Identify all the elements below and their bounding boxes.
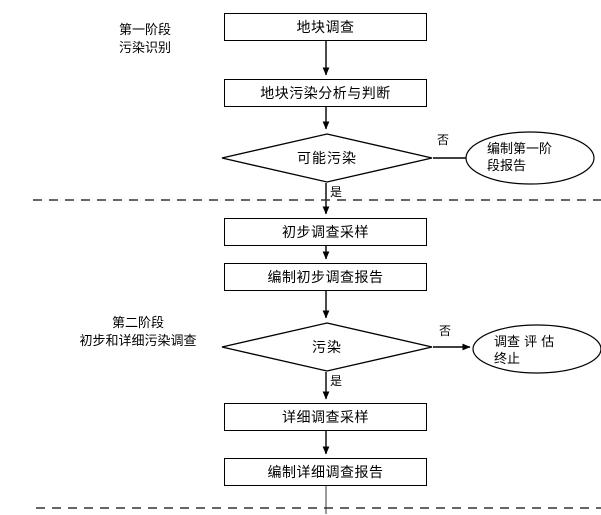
edge-label-yes-2: 是	[330, 374, 343, 388]
diamond-shape-icon	[221, 322, 433, 372]
node-detailed-report[interactable]: 编制详细调查报告	[224, 458, 427, 486]
node-stage1-report[interactable]: 编制第一阶 段报告	[465, 131, 595, 185]
stage-2-caption: 第二阶段 初步和详细污染调查	[79, 316, 197, 349]
terminator-label-stage1-report: 编制第一阶 段报告	[465, 131, 595, 185]
node-decision-possible-pollution[interactable]: 可能污染	[221, 133, 433, 183]
ellipse-shape-icon	[465, 131, 595, 185]
edge-label-yes-1: 是	[330, 185, 343, 199]
terminator-line-1: 调查 评 估	[494, 335, 555, 350]
edge-label-no-2: 否	[439, 324, 452, 338]
terminator-line-2: 段报告	[487, 159, 527, 174]
decision-label-pollution: 污染	[312, 340, 342, 356]
node-decision-pollution[interactable]: 污染	[221, 322, 433, 372]
node-preliminary-report[interactable]: 编制初步调查报告	[224, 263, 427, 291]
edge-label-no-1: 否	[437, 133, 450, 147]
decision-label-possible-pollution: 可能污染	[297, 151, 357, 167]
node-detailed-sampling[interactable]: 详细调查采样	[224, 403, 427, 431]
ellipse-shape-icon	[472, 324, 601, 374]
node-preliminary-sampling[interactable]: 初步调查采样	[224, 218, 427, 246]
node-site-survey[interactable]: 地块调查	[224, 13, 427, 41]
node-pollution-analysis[interactable]: 地块污染分析与判断	[224, 79, 427, 107]
terminator-line-1: 编制第一阶	[487, 142, 553, 157]
terminator-line-2: 终止	[494, 352, 521, 367]
terminator-label-stop-assessment: 调查 评 估 终止	[472, 324, 601, 378]
diamond-shape-icon	[221, 133, 433, 183]
stage-1-caption: 第一阶段 污染识别	[118, 23, 171, 56]
node-stop-assessment[interactable]: 调查 评 估 终止	[472, 324, 601, 378]
